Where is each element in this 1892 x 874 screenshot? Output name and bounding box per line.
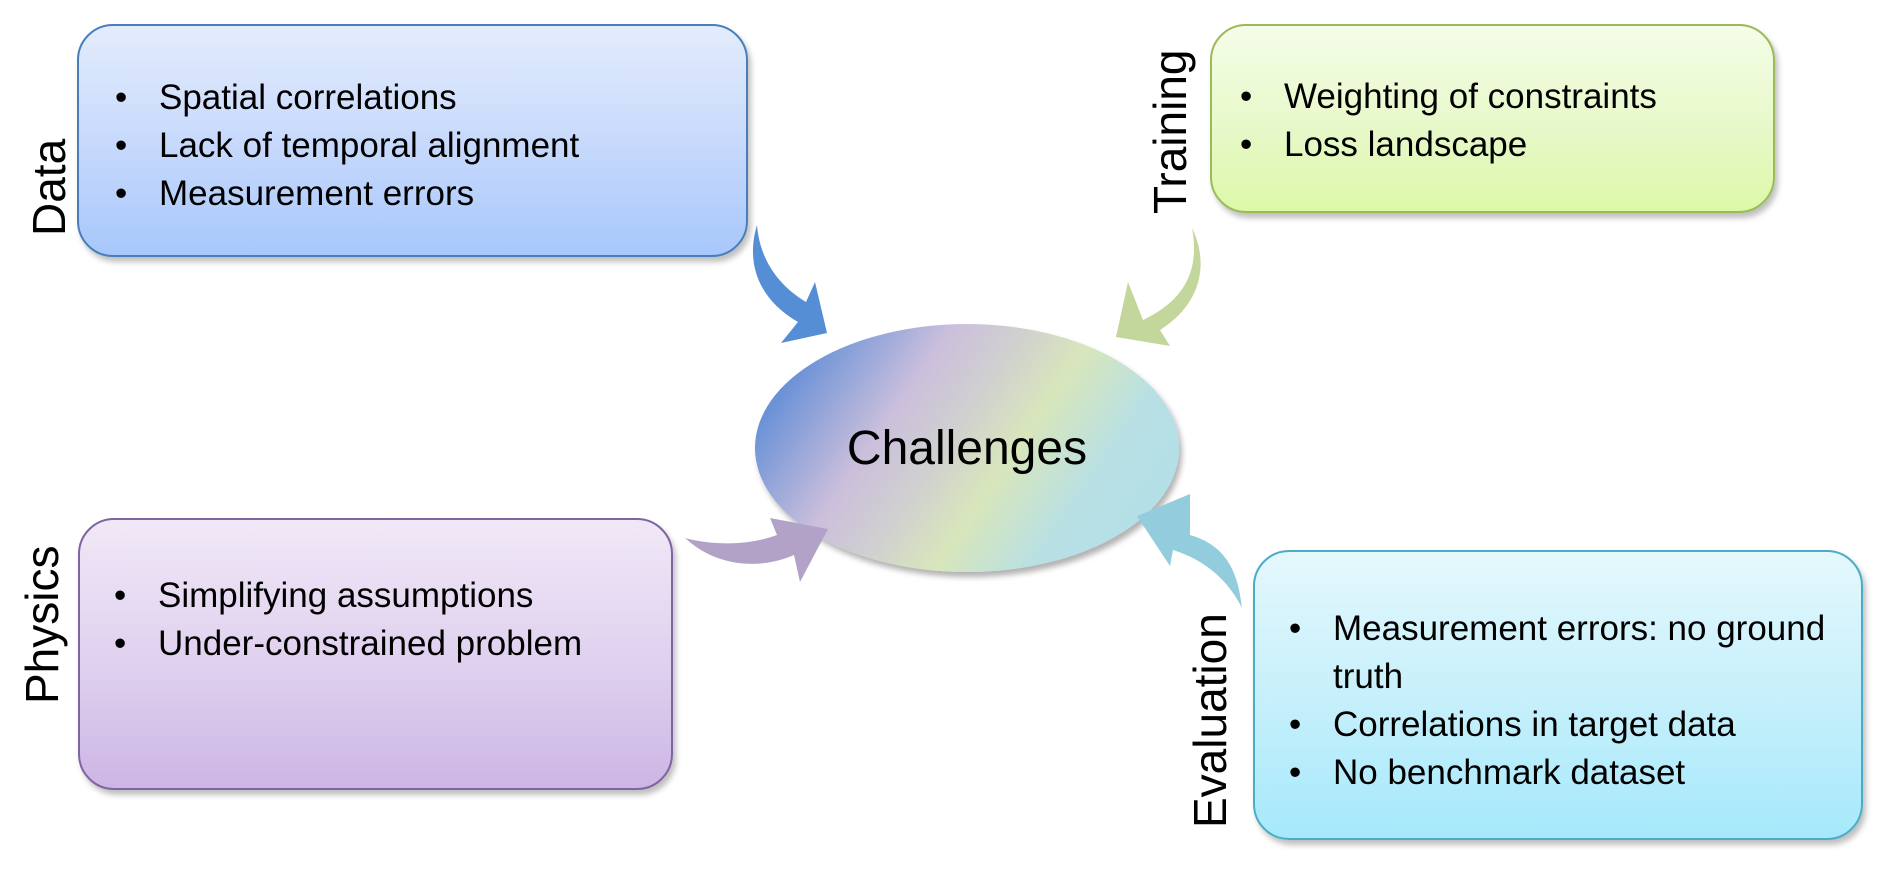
list-item: • Loss landscape [1240,121,1657,169]
center-label: Challenges [846,421,1088,475]
category-label-evaluation: Evaluation [1184,613,1236,828]
list-item-text: No benchmark dataset [1333,753,1686,792]
list-item-text: Simplifying assumptions [158,576,534,615]
training-list: • Weighting of constraints • Loss landscap… [1240,73,1657,169]
bullet-icon: • [1289,753,1302,792]
list-item: • Lack of temporal alignment [115,122,579,170]
category-label-physics: Physics [16,545,68,704]
bullet-icon: • [115,126,128,165]
list-item-text: Under-constrained problem [158,624,583,663]
arrow-physics-icon [685,518,828,582]
list-item: • Measurement errors [115,170,579,218]
bullet-icon: • [115,78,128,117]
bullet-icon: • [1240,125,1253,164]
evaluation-box: • Measurement errors: no ground truth • Co… [1253,550,1863,840]
arrow-evaluation-icon [1137,494,1242,608]
list-item-text: Loss landscape [1284,125,1528,164]
bullet-icon: • [1240,77,1253,116]
bullet-icon: • [1289,705,1302,744]
category-label-training: Training [1144,49,1196,214]
arrow-training-icon [1116,228,1201,346]
list-item: • Under-constrained problem [114,620,582,668]
arrow-data-icon [752,225,827,343]
list-item: • Spatial correlations [115,74,579,122]
training-box: • Weighting of constraints • Loss landscap… [1210,24,1775,213]
list-item: • Weighting of constraints [1240,73,1657,121]
list-item: • Simplifying assumptions [114,572,582,620]
data-list: • Spatial correlations • Lack of temporal … [115,74,579,218]
bullet-icon: • [1289,609,1302,648]
list-item-text: Measurement errors [159,174,475,213]
list-item: • Correlations in target data [1289,701,1829,749]
category-label-data: Data [23,138,75,236]
list-item-text: Measurement errors: no ground truth [1333,609,1826,696]
list-item-text: Spatial correlations [159,78,457,117]
list-item-text: Weighting of constraints [1284,77,1657,116]
list-item-text: Correlations in target data [1333,705,1736,744]
data-box: • Spatial correlations • Lack of temporal … [77,24,748,257]
list-item-text: Lack of temporal alignment [159,126,580,165]
physics-list: • Simplifying assumptions • Under-constrai… [114,572,582,668]
list-item: • No benchmark dataset [1289,749,1829,797]
list-item: • Measurement errors: no ground truth [1289,605,1829,701]
challenges-ellipse [755,324,1179,572]
physics-box: • Simplifying assumptions • Under-constrai… [78,518,673,790]
bullet-icon: • [114,576,127,615]
evaluation-list: • Measurement errors: no ground truth • Co… [1289,605,1829,797]
bullet-icon: • [114,624,127,663]
bullet-icon: • [115,174,128,213]
